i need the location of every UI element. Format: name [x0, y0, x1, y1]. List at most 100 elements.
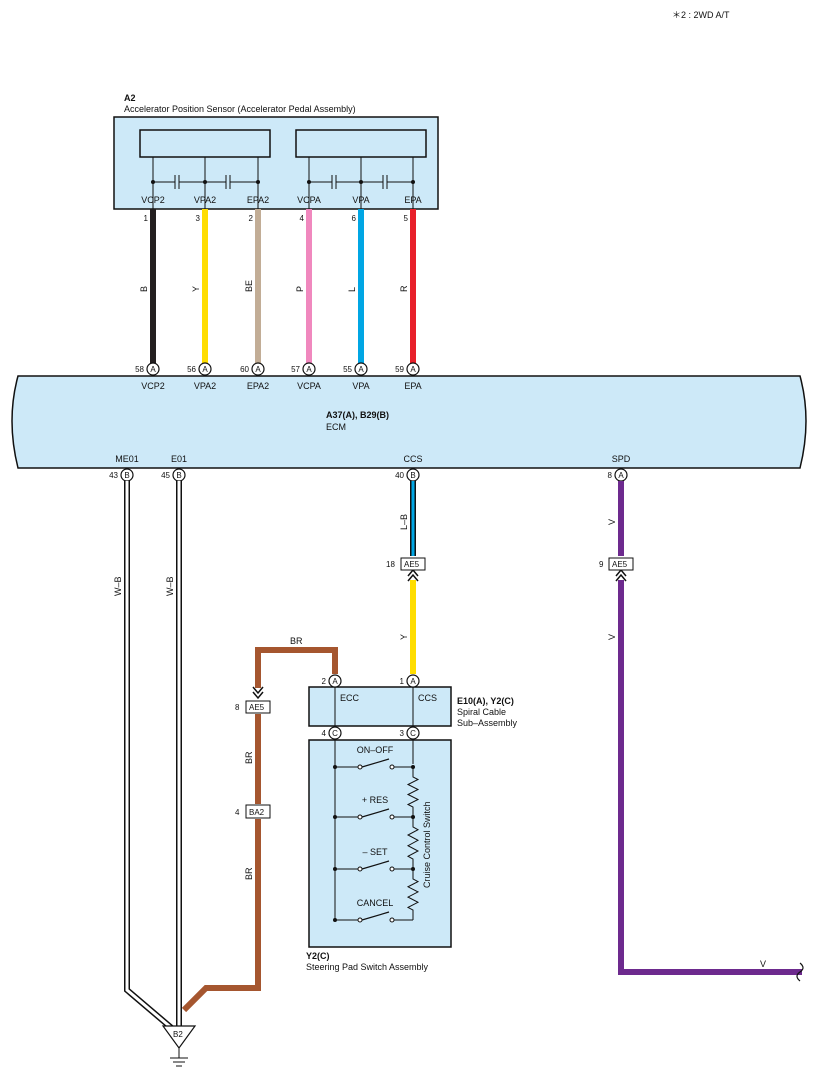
- connector-letter: B: [176, 471, 181, 480]
- connector-letter: C: [332, 729, 338, 738]
- spiral-ref: E10(A), Y2(C): [457, 696, 514, 706]
- ground-b2: B2: [161, 1025, 197, 1067]
- ecm-pin-number: 55: [343, 365, 352, 374]
- connector-ae5-ccs: AE5 18: [386, 557, 426, 582]
- wb-wires: W–B W–B: [113, 481, 182, 1033]
- sensor-ref: A2: [124, 93, 136, 103]
- wire-code-v-lower: V: [607, 634, 617, 640]
- switch-label: – SET: [362, 847, 388, 857]
- spiral-name-2: Sub–Assembly: [457, 718, 518, 728]
- accelerator-sensor: A2 Accelerator Position Sensor (Accelera…: [113, 93, 439, 223]
- sensor-terminal-label: EPA2: [247, 195, 269, 205]
- sensor-pin-number: 4: [300, 214, 305, 223]
- ecm-bottom-pin: B: [406, 468, 420, 482]
- ecm-terminal-label: E01: [171, 454, 187, 464]
- cruise-control-switch-label: Cruise Control Switch: [422, 801, 432, 888]
- spiral-cable-box: [308, 686, 452, 727]
- sensor-terminal-label: VPA2: [194, 195, 216, 205]
- ecm-pin-number: 58: [135, 365, 144, 374]
- ecm-top-pin: A: [406, 362, 420, 376]
- spiral-pin-number: 4: [322, 729, 327, 738]
- spiral-terminal-ecc: ECC: [340, 693, 360, 703]
- connector-letter: A: [202, 365, 208, 374]
- connector-letter: A: [618, 471, 624, 480]
- ecm-pin-number: 60: [240, 365, 249, 374]
- ecm-bottom-pin: B: [172, 468, 186, 482]
- sensor-pin-number: 2: [249, 214, 254, 223]
- wire-code-v-upper: V: [607, 519, 617, 525]
- ecm-ref: A37(A), B29(B): [326, 410, 389, 420]
- connector-ae5-br: AE5 8: [235, 686, 271, 714]
- connector-letter: A: [150, 365, 156, 374]
- diagram-note: ＊2 : 2WD A/T: [672, 10, 730, 20]
- wire-code-wb1: W–B: [113, 576, 123, 596]
- switch-label: CANCEL: [357, 898, 394, 908]
- on-off-switch: ON–OFF: [333, 745, 415, 770]
- steering-ref: Y2(C): [306, 951, 330, 961]
- connector-pin: 8: [235, 703, 240, 712]
- spiral-top-pin: A: [328, 674, 342, 688]
- wire-code-wb2: W–B: [165, 576, 175, 596]
- set-switch: – SET: [333, 847, 415, 872]
- spiral-top-pin: A: [406, 674, 420, 688]
- connector-letter: A: [410, 365, 416, 374]
- ecm-pin-number: 56: [187, 365, 196, 374]
- connector-name: AE5: [612, 560, 628, 569]
- ecm-pin-number: 40: [395, 471, 404, 480]
- connector-name: AE5: [249, 703, 265, 712]
- connector-letter: A: [255, 365, 261, 374]
- ecm-terminal-label: VPA2: [194, 381, 216, 391]
- connector-pin: 4: [235, 808, 240, 817]
- wire-code-v-bottom: V: [760, 959, 766, 969]
- sensor-terminal-label: EPA: [404, 195, 421, 205]
- spiral-cable: ECC CCS E10(A), Y2(C) Spiral Cable Sub–A…: [308, 674, 518, 740]
- resistor: [406, 767, 420, 817]
- wire-code-label: L: [347, 287, 357, 292]
- connector-pin: 18: [386, 560, 395, 569]
- connector-pin: 9: [599, 560, 604, 569]
- spd-wire: V V V: [607, 481, 804, 982]
- ecm-bottom-pin: B: [120, 468, 134, 482]
- ecm-bottom-pin: A: [614, 468, 628, 482]
- spiral-name: Spiral Cable: [457, 707, 506, 717]
- ecm-terminal-label: ME01: [115, 454, 139, 464]
- ecm-pin-number: 59: [395, 365, 404, 374]
- ecm-terminal-label: VCPA: [297, 381, 321, 391]
- ecm-top-pin: A: [198, 362, 212, 376]
- switch-label: + RES: [362, 795, 388, 805]
- spiral-bottom-pin: C: [406, 726, 420, 740]
- connector-ae5-spd: AE5 9: [599, 557, 634, 582]
- connector-ba2-br: BA2 4: [235, 804, 271, 819]
- ecm-terminal-label: EPA: [404, 381, 421, 391]
- wire-code-label: BE: [244, 280, 254, 292]
- spiral-pin-number: 2: [322, 677, 327, 686]
- ecm-pin-number: 8: [608, 471, 613, 480]
- sensor-terminal-label: VPA: [352, 195, 369, 205]
- wire-code-y: Y: [399, 634, 409, 640]
- ecm-top-pin: A: [251, 362, 265, 376]
- ccs-wire: L–B Y: [399, 481, 416, 674]
- wire-code-label: Y: [191, 286, 201, 292]
- steering-name: Steering Pad Switch Assembly: [306, 962, 429, 972]
- wire-code-lb: L–B: [399, 514, 409, 530]
- ecm-pin-number: 43: [109, 471, 118, 480]
- cancel-switch: CANCEL: [333, 898, 413, 923]
- sensor-terminal-label: VCP2: [141, 195, 165, 205]
- ecm-top-pin: A: [354, 362, 368, 376]
- wire-code-br-low: BR: [244, 867, 254, 880]
- connector-name: BA2: [249, 808, 265, 817]
- inline-connectors: AE5 18 AE5 9 AE5 8 BA2 4: [235, 557, 634, 819]
- spiral-bottom-pin: C: [328, 726, 342, 740]
- connector-letter: B: [410, 471, 415, 480]
- connector-letter: A: [306, 365, 312, 374]
- ecm-pin-number: 57: [291, 365, 300, 374]
- steering-switch: ON–OFF + RES – SET CANCEL Cruise Control Sw…: [306, 739, 452, 972]
- spiral-terminal-ccs: CCS: [418, 693, 437, 703]
- ecm-terminal-label: VCP2: [141, 381, 165, 391]
- sensor-name: Accelerator Position Sensor (Accelerator…: [124, 104, 356, 114]
- connector-letter: B: [124, 471, 129, 480]
- br-wire: BR BR BR: [181, 636, 338, 1013]
- sensor-pin-number: 5: [404, 214, 409, 223]
- steering-switch-box: [308, 739, 452, 948]
